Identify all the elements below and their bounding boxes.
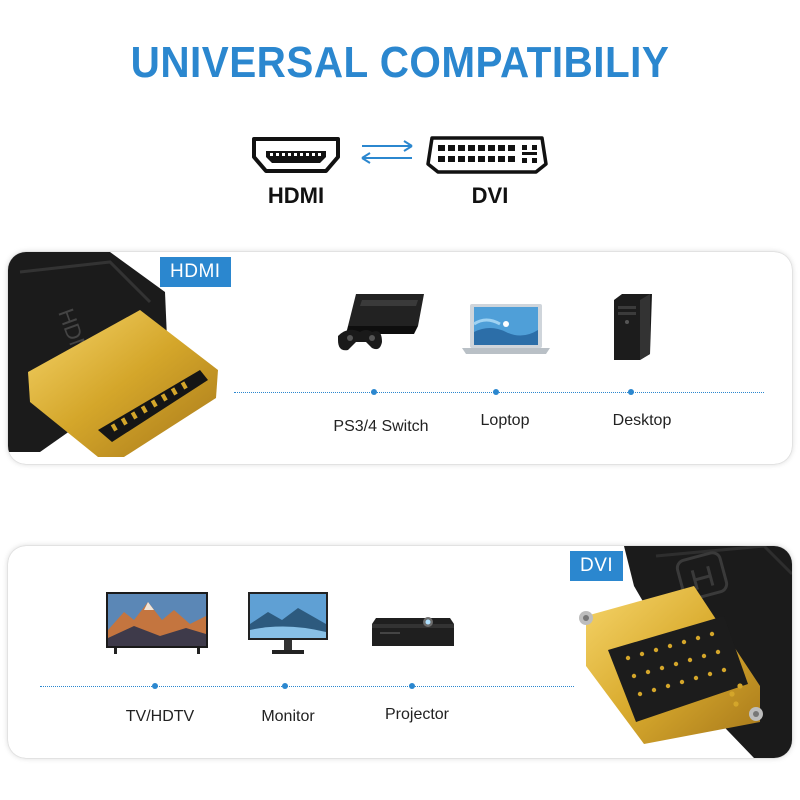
hdmi-port-icon (252, 137, 340, 173)
hdmi-tag: HDMI (160, 257, 231, 287)
swap-arrows-icon (361, 140, 413, 164)
dvi-port-icon (426, 136, 548, 174)
projector-icon (372, 617, 454, 646)
monitor-icon (248, 592, 328, 654)
connection-dot (152, 683, 158, 689)
device-label-projector: Projector (384, 706, 450, 723)
device-label-monitor: Monitor (261, 708, 315, 725)
device-label-tv: TV/HDTV (125, 708, 195, 725)
hdmi-connector-image: HDMI (8, 252, 218, 457)
dvi-connection-line (40, 686, 574, 687)
device-label-desktop: Desktop (612, 412, 672, 429)
connection-dot (628, 389, 634, 395)
game-console-icon (338, 294, 424, 351)
page-title: UNIVERSAL COMPATIBILIY (130, 38, 670, 87)
dvi-compat-card: TV/HDTV Monitor Projector DVI (8, 546, 792, 758)
tv-icon (106, 592, 208, 654)
hdmi-label: HDMI (267, 183, 325, 208)
laptop-icon (462, 304, 550, 354)
connection-dot (282, 683, 288, 689)
device-label-ps-switch: PS3/4 Switch (333, 418, 429, 435)
connection-dot (493, 389, 499, 395)
conversion-diagram: HDMI DVI (0, 0, 800, 230)
hdmi-connection-line (234, 392, 764, 393)
connection-dot (371, 389, 377, 395)
dvi-tag: DVI (570, 551, 624, 581)
dvi-connector-image (579, 546, 792, 758)
hdmi-compat-card: HDMI HDMI (8, 252, 792, 464)
connection-dot (409, 683, 415, 689)
dvi-label: DVI (471, 183, 509, 208)
desktop-tower-icon (614, 294, 652, 360)
device-label-laptop: Loptop (480, 412, 530, 429)
